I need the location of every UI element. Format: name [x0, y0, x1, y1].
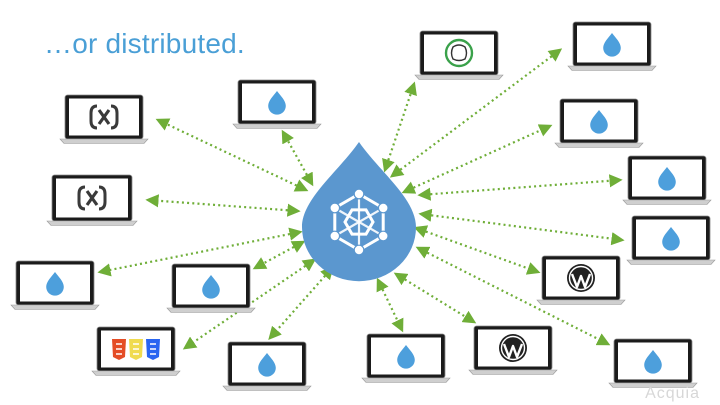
drupal-drop-icon: [202, 275, 220, 299]
laptop-right-upper: [554, 98, 644, 148]
drupal-drop-icon: [603, 33, 621, 57]
connector-top-right: [389, 48, 563, 178]
laptop-inner-top-left: [232, 79, 322, 129]
laptop-base: [567, 65, 657, 71]
laptop-right-lower: [536, 255, 626, 305]
connector-right-upper: [401, 124, 553, 194]
connector-left-mid: [145, 194, 301, 217]
connector-inner-low-left: [252, 240, 306, 270]
drupal-drop-icon: [662, 227, 680, 251]
connector-top-center: [382, 81, 417, 173]
laptop-base: [232, 123, 322, 129]
bracket-x-icon: [89, 104, 119, 130]
laptop-left-mid: [46, 174, 138, 226]
laptop-base: [10, 304, 100, 310]
laptop-bottom-center: [361, 333, 451, 383]
laptop-bottom-center-right: [468, 325, 558, 375]
laptop-top-center: [414, 30, 504, 80]
drupal-drop-icon: [46, 272, 64, 296]
drupal-drop-icon: [268, 91, 286, 115]
laptop-left-low: [10, 260, 100, 310]
laptop-bottom-left: [91, 326, 181, 376]
connector-inner-top-left: [281, 129, 314, 187]
bracket-x-icon: [77, 185, 107, 211]
watermark-text: Acquia: [645, 385, 700, 402]
laptop-base: [622, 199, 712, 205]
laptop-base: [414, 74, 504, 80]
laptop-bottom-center-left: [222, 341, 312, 391]
laptop-base: [166, 307, 256, 313]
laptop-base: [222, 385, 312, 391]
drupal-drop-icon: [644, 350, 662, 374]
drupal-drop-icon: [258, 353, 276, 377]
ring-logo-icon: [444, 38, 474, 68]
connector-bottom-center-right: [393, 272, 477, 324]
graph-hub-icon: [302, 142, 416, 282]
drupal-drop-icon: [590, 110, 608, 134]
slide-title: …or distributed.: [44, 28, 245, 59]
connector-bottom-right: [415, 246, 611, 346]
laptop-base: [626, 259, 716, 265]
connector-right-mid-upper: [417, 174, 623, 201]
wordpress-icon: [499, 334, 527, 362]
laptop-left-top: [59, 94, 149, 144]
laptop-base: [554, 142, 644, 148]
laptop-top-right: [567, 21, 657, 71]
wordpress-icon: [567, 264, 595, 292]
laptop-base: [468, 369, 558, 375]
laptop-base: [361, 377, 451, 383]
drupal-drop-icon: [658, 167, 676, 191]
connector-right-mid-lower: [418, 208, 625, 246]
laptop-base: [59, 138, 149, 144]
connector-bottom-center-left: [268, 266, 334, 340]
html5-js-css3-icon: [112, 339, 160, 360]
drupal-drop-icon: [397, 345, 415, 369]
connector-left-top: [155, 118, 309, 192]
laptop-right-mid-lower: [626, 215, 716, 265]
laptop-bottom-right: [608, 338, 698, 388]
laptop-right-mid-upper: [622, 155, 712, 205]
laptop-base: [46, 220, 138, 226]
laptop-base: [91, 370, 181, 376]
laptop-base: [536, 299, 626, 305]
connector-bottom-center: [376, 277, 404, 333]
connector-right-lower: [413, 225, 541, 275]
laptop-base: [608, 382, 698, 388]
laptop-inner-low-left: [166, 263, 256, 313]
